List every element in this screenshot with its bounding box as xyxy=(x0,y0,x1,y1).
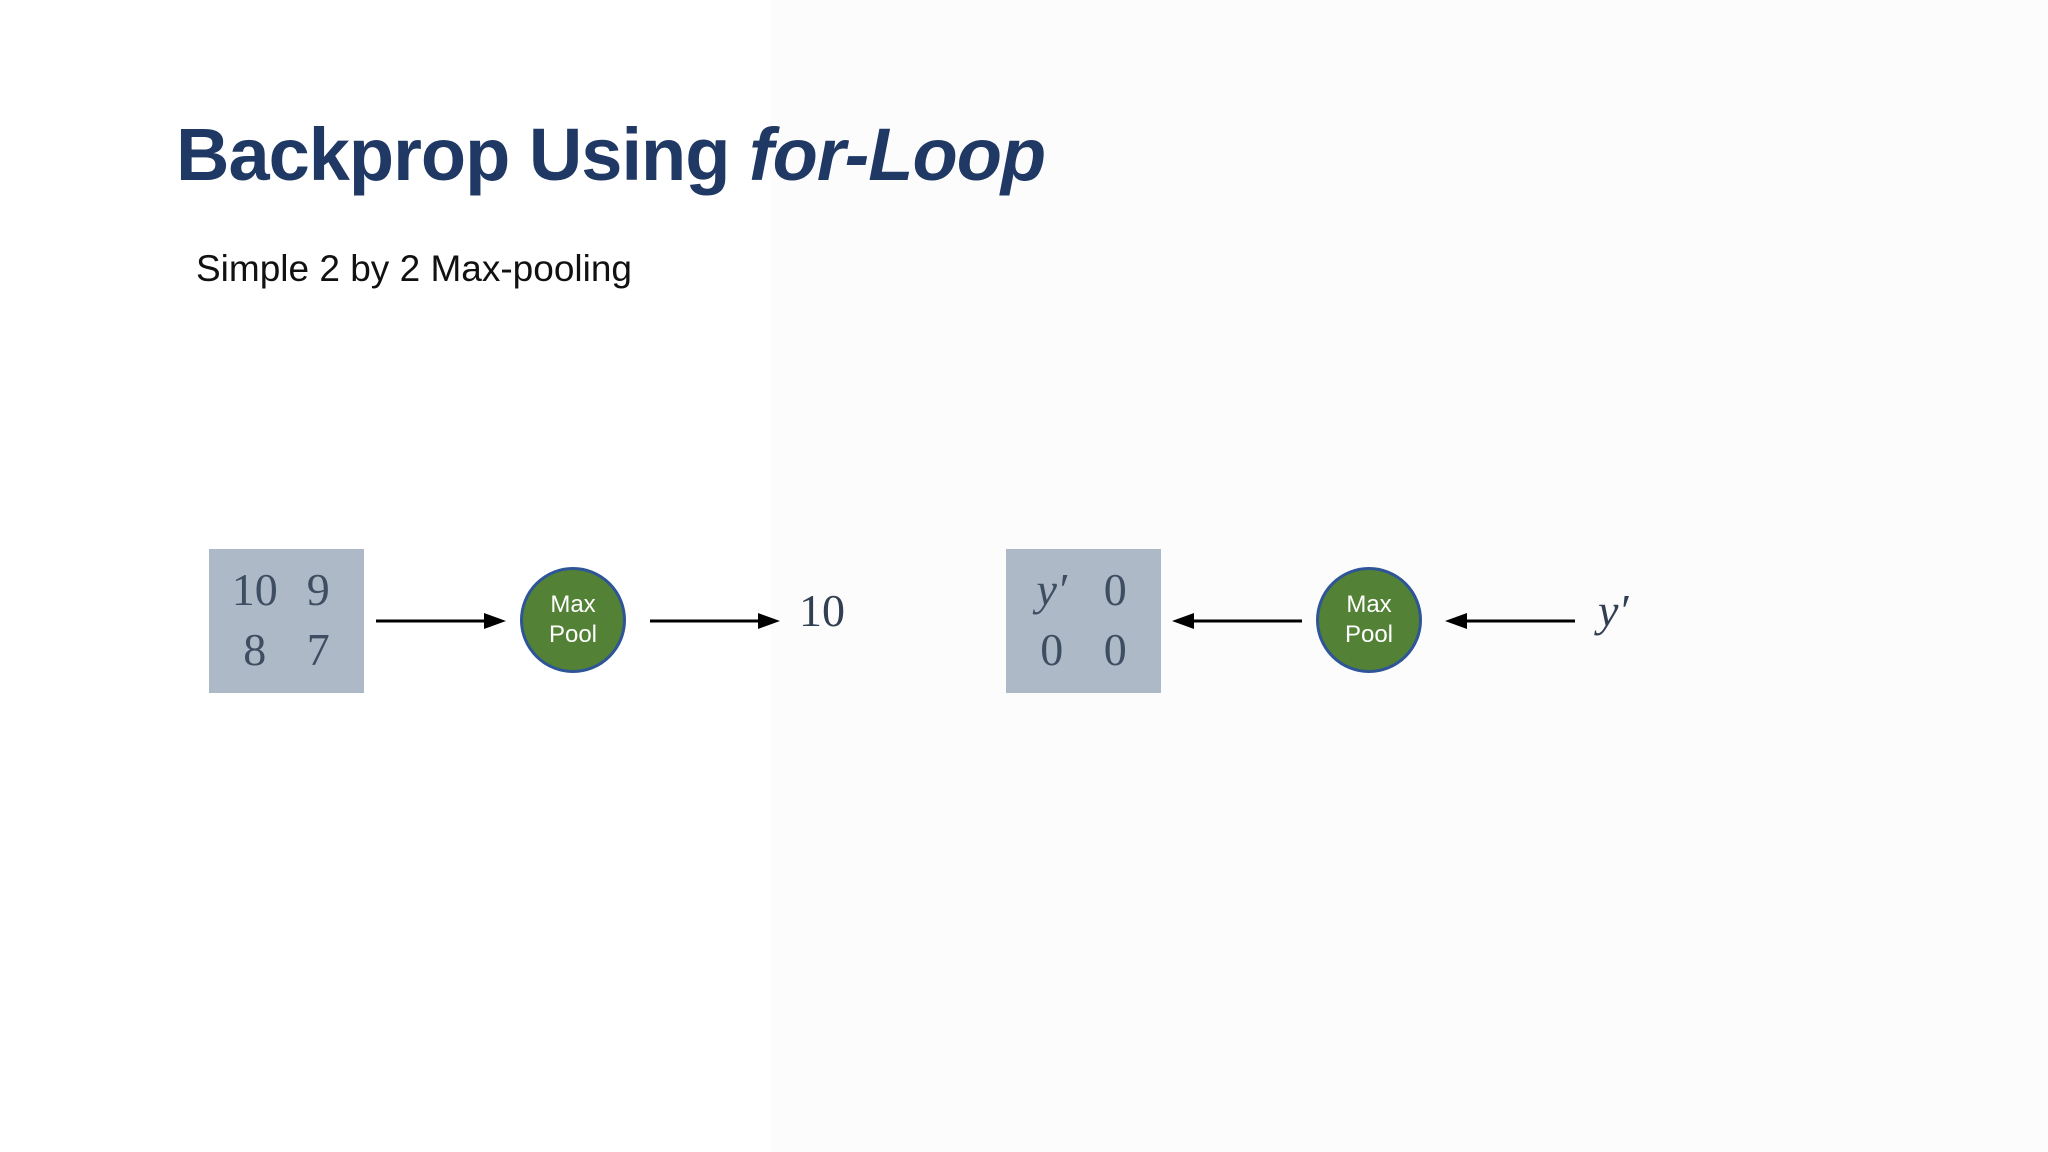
maxpool-label-line1: Max xyxy=(550,591,596,618)
matrix-cell: 10 xyxy=(231,563,278,615)
matrix-cell: y′ xyxy=(1036,563,1067,615)
forward-output-arrow xyxy=(650,613,780,629)
slide-subtitle: Simple 2 by 2 Max-pooling xyxy=(196,248,632,289)
maxpool-label-line2: Pool xyxy=(548,621,598,648)
matrix-cell: 0 xyxy=(1040,623,1064,675)
matrix-cell: 9 xyxy=(306,563,330,615)
slide-title: Backprop Using for-Loop xyxy=(176,112,1046,197)
forward-maxpool-node: Max Pool xyxy=(520,567,626,673)
backward-output-arrow xyxy=(1172,613,1302,629)
matrix-cell: 0 xyxy=(1103,623,1127,675)
forward-output-value: 10 xyxy=(799,585,845,636)
matrix-cell: 8 xyxy=(243,623,267,675)
maxpool-label-line2: Pool xyxy=(1344,621,1394,648)
matrix-cell: 7 xyxy=(306,623,330,675)
backward-input-arrow xyxy=(1445,613,1575,629)
maxpool-label-line1: Max xyxy=(1346,591,1392,618)
forward-input-matrix: 10 9 8 7 xyxy=(209,549,364,693)
backward-input-gradient-label: y′ xyxy=(1598,585,1629,636)
slide-title-regular: Backprop Using xyxy=(176,113,749,196)
backward-gradient-matrix: y′ 0 0 0 xyxy=(1006,549,1161,693)
matrix-cell: 0 xyxy=(1103,563,1127,615)
slide-title-italic: for-Loop xyxy=(749,113,1046,196)
background-tint xyxy=(770,0,2048,1152)
backward-maxpool-node: Max Pool xyxy=(1316,567,1422,673)
forward-input-arrow xyxy=(376,613,506,629)
